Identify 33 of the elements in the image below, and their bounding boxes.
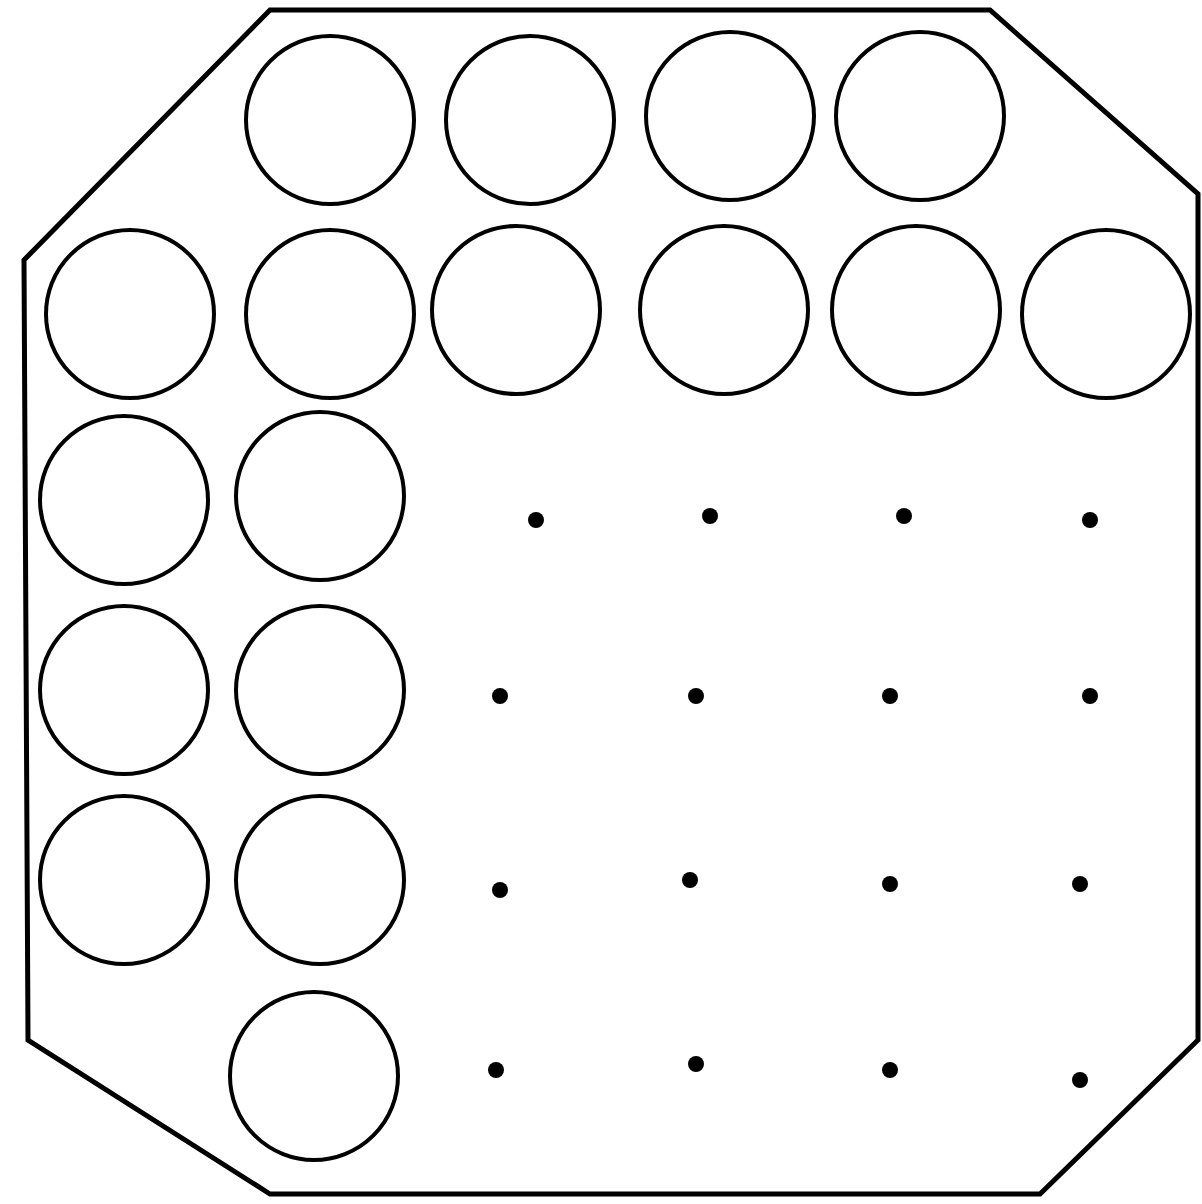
circle-outline xyxy=(38,604,210,776)
circle-outline xyxy=(244,34,416,206)
dot xyxy=(492,882,508,898)
dot xyxy=(882,876,898,892)
dot xyxy=(688,1056,704,1072)
circle-outline xyxy=(834,30,1006,202)
circle-outline xyxy=(1020,228,1192,400)
circle-outline xyxy=(234,604,406,776)
circle-outline xyxy=(638,224,810,396)
circle-outline xyxy=(830,224,1002,396)
circle-outline xyxy=(444,34,616,206)
circle-outline xyxy=(644,30,816,202)
dot xyxy=(488,1062,504,1078)
dot xyxy=(682,872,698,888)
dot xyxy=(882,688,898,704)
circle-outline xyxy=(38,794,210,966)
dot xyxy=(882,1062,898,1078)
dot xyxy=(688,688,704,704)
circle-outline xyxy=(430,224,602,396)
circle-outline xyxy=(234,794,406,966)
circle-outline xyxy=(244,228,416,400)
circle-outline xyxy=(228,990,400,1162)
dot xyxy=(1072,876,1088,892)
circle-outline xyxy=(44,228,216,400)
circle-outline xyxy=(38,414,210,586)
dot xyxy=(702,508,718,524)
dot xyxy=(1072,1072,1088,1088)
dot xyxy=(528,512,544,528)
dot xyxy=(492,688,508,704)
dot xyxy=(896,508,912,524)
dot xyxy=(1082,512,1098,528)
dot xyxy=(1082,688,1098,704)
circle-outline xyxy=(234,410,406,582)
